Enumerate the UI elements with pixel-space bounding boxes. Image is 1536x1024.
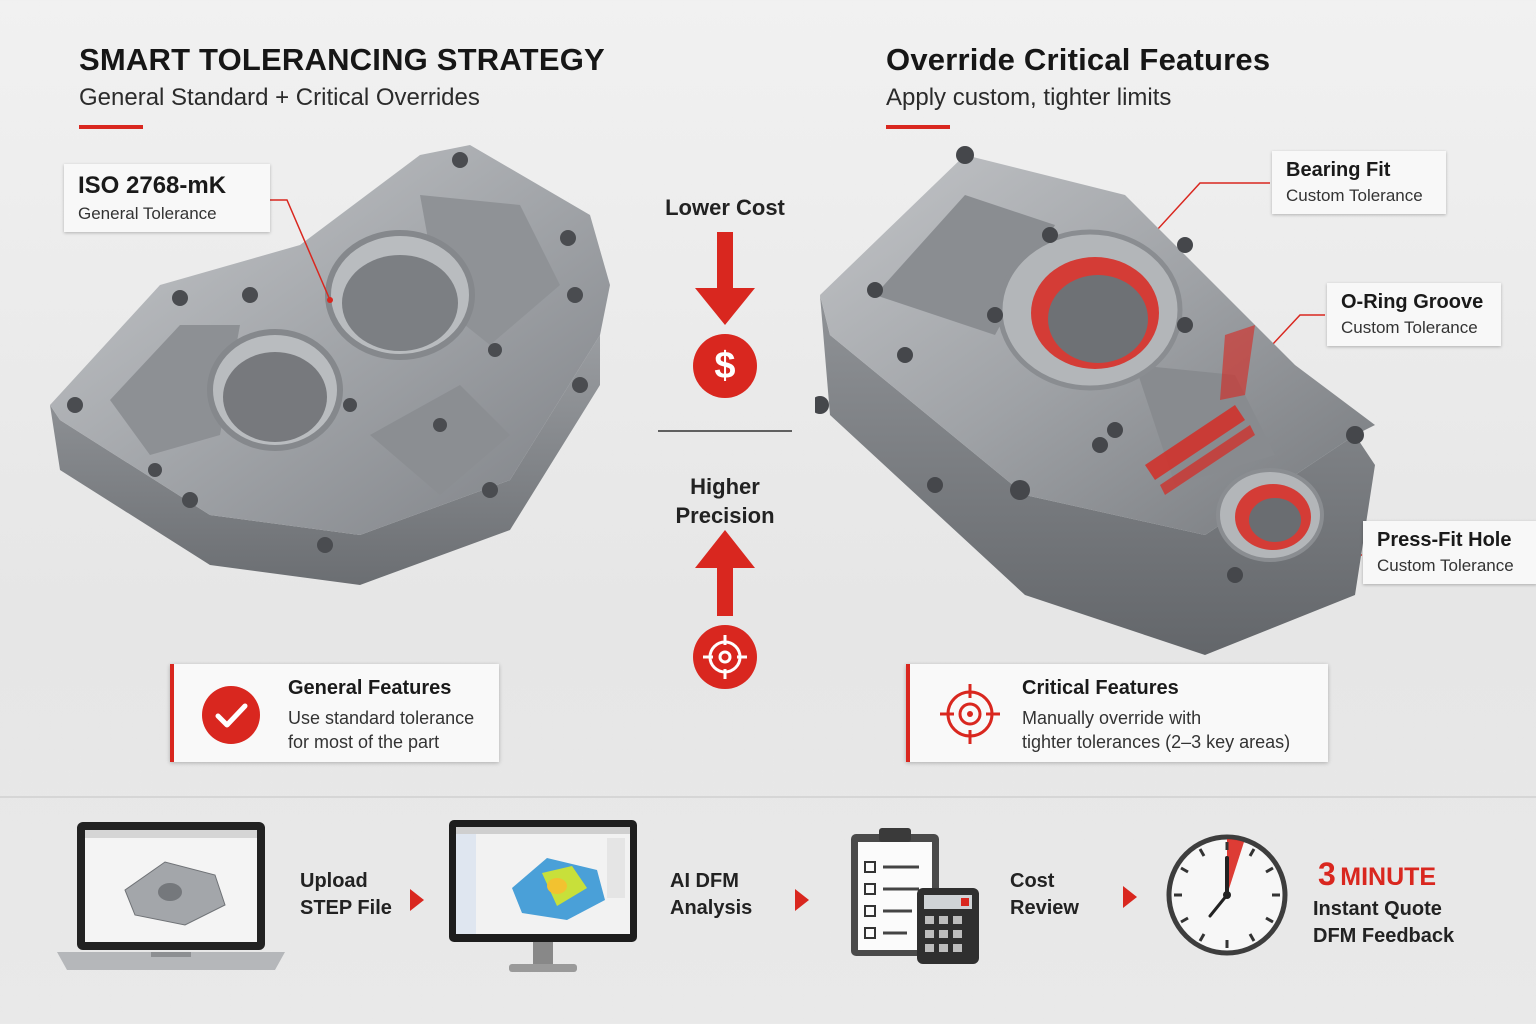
quote-time-label: 3 MINUTE [1318,856,1436,893]
step-upload-label: Upload STEP File [300,868,392,922]
check-icon [202,686,260,744]
step-cost-line2: Review [1010,897,1079,919]
clipboard-calculator-icon [851,828,979,964]
press-fit-hole-title: Press-Fit Hole [1377,529,1512,551]
press-fit-hole-label: Press-Fit Hole Custom Tolerance [1363,521,1536,584]
step-cost-line1: Cost [1010,870,1055,892]
right-title: Override Critical Features [886,42,1271,77]
step-arrow-icon [1123,886,1137,908]
step-arrow-icon [795,889,809,911]
critical-features-line2: tighter tolerances (2–3 key areas) [1022,732,1291,752]
left-subtitle: General Standard + Critical Overrides [79,84,480,111]
left-title-underline [79,125,143,129]
instant-quote-line2: DFM Feedback [1313,925,1455,947]
general-features-line2: for most of the part [288,732,440,752]
quote-time-number: 3 [1318,856,1336,892]
monitor-icon [449,820,637,972]
general-features-card: General Features Use standard tolerance … [170,664,499,762]
step-dfm-line1: AI DFM [670,870,739,892]
higher-precision-line1: Higher [690,474,760,499]
step-upload-line2: STEP File [300,897,392,919]
critical-features-card: Critical Features Manually override with… [906,664,1328,762]
general-features-title: General Features [288,677,452,699]
right-subtitle: Apply custom, tighter limits [886,84,1172,111]
bearing-fit-title: Bearing Fit [1286,159,1391,181]
o-ring-groove-subtitle: Custom Tolerance [1341,318,1478,337]
step-arrow-icon [410,889,424,911]
critical-part-illustration [815,146,1375,655]
o-ring-groove-title: O-Ring Groove [1341,291,1484,313]
target-icon [693,625,757,689]
crosshair-icon [940,684,1000,744]
clock-icon [1166,834,1288,956]
iso-standard-subtitle: General Tolerance [78,204,217,223]
higher-precision-line2: Precision [675,503,775,528]
laptop-icon [57,822,285,970]
general-part-illustration [50,145,610,585]
instant-quote-label: Instant Quote DFM Feedback [1313,896,1454,950]
up-arrow-icon [695,530,755,616]
iso-standard-label: ISO 2768-mK General Tolerance [64,164,270,232]
o-ring-groove-label: O-Ring Groove Custom Tolerance [1327,283,1501,346]
iso-standard-title: ISO 2768-mK [78,172,227,199]
lower-cost-label: Lower Cost [665,195,785,220]
step-dfm-label: AI DFM Analysis [670,868,752,922]
higher-precision-label: Higher Precision [640,472,810,530]
bearing-fit-subtitle: Custom Tolerance [1286,186,1423,205]
critical-features-title: Critical Features [1022,677,1179,699]
left-title: SMART TOLERANCING STRATEGY [79,42,605,77]
dollar-icon: $ [693,334,757,398]
step-dfm-line2: Analysis [670,897,753,919]
press-fit-hole-subtitle: Custom Tolerance [1377,556,1514,575]
instant-quote-line1: Instant Quote [1313,898,1442,920]
quote-time-unit: MINUTE [1340,863,1437,891]
right-title-underline [886,125,950,129]
step-cost-label: Cost Review [1010,868,1079,922]
down-arrow-icon [695,232,755,325]
critical-features-line1: Manually override with [1022,708,1202,728]
bearing-fit-label: Bearing Fit Custom Tolerance [1272,151,1446,214]
step-upload-line1: Upload [300,870,368,892]
general-features-line1: Use standard tolerance [288,708,475,728]
